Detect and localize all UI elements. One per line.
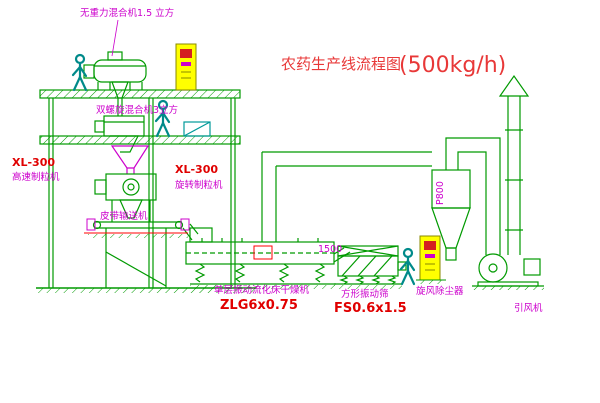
label-granulator-right-name: 旋转制粒机 — [175, 179, 223, 191]
exhaust-fan — [477, 253, 541, 287]
drawing-title: 农药生产线流程图 — [281, 55, 401, 73]
label-fan-name: 引风机 — [514, 302, 543, 314]
label-cyclone-name: 旋风除尘器 — [416, 285, 464, 297]
control-cabinet-top — [175, 43, 197, 91]
label-screen-dim: 1500 — [318, 244, 342, 255]
label-dryer-model: ZLG6x0.75 — [220, 298, 298, 313]
label-duct-spec: P800 — [435, 181, 446, 205]
conveyor-end-right — [180, 218, 190, 231]
label-granulator-right-model: XL-300 — [175, 163, 218, 176]
drawing-title-capacity: (500kg/h) — [399, 53, 506, 78]
dryer-sight-glass — [253, 245, 273, 260]
hoist-box — [183, 121, 211, 137]
belt-conveyor — [92, 220, 199, 288]
exhaust-stack — [498, 74, 530, 255]
dryer-ground-hatch — [190, 285, 336, 289]
worker-figure-ground — [399, 247, 416, 286]
cabinet-display-block — [424, 241, 436, 250]
label-leader-line — [111, 19, 119, 57]
label-mixer-mid: 双螺旋混合机3立方 — [96, 104, 178, 116]
label-dryer-name: 单层振动流化床干燥机 — [214, 284, 310, 296]
cyclone-separator — [431, 137, 501, 261]
building-frame — [36, 89, 256, 293]
label-screen-model: FS0.6x1.5 — [334, 301, 407, 316]
worker-figure-top — [71, 53, 88, 92]
conveyor-end-left — [86, 218, 96, 231]
gravity-mixer — [83, 51, 147, 116]
vibrating-screen — [334, 245, 407, 285]
feed-hopper — [110, 145, 150, 174]
label-granulator-left-name: 高速制粒机 — [12, 171, 60, 183]
control-cabinet-right — [416, 235, 446, 284]
cabinet-display-block — [180, 49, 192, 58]
platform-hatch — [88, 234, 188, 238]
fan-ground-hatch — [472, 286, 544, 290]
double-screw-mixer — [94, 115, 145, 153]
label-granulator-left-model: XL-300 — [12, 156, 55, 169]
label-belt-conveyor: 皮带输送机 — [100, 210, 148, 222]
label-mixer-top: 无重力混合机1.5 立方 — [80, 7, 174, 19]
label-screen-name: 方形振动筛 — [341, 288, 389, 300]
rotary-granulator — [94, 173, 157, 222]
fluid-bed-dryer — [185, 151, 432, 285]
screen-ground-hatch — [334, 285, 402, 289]
